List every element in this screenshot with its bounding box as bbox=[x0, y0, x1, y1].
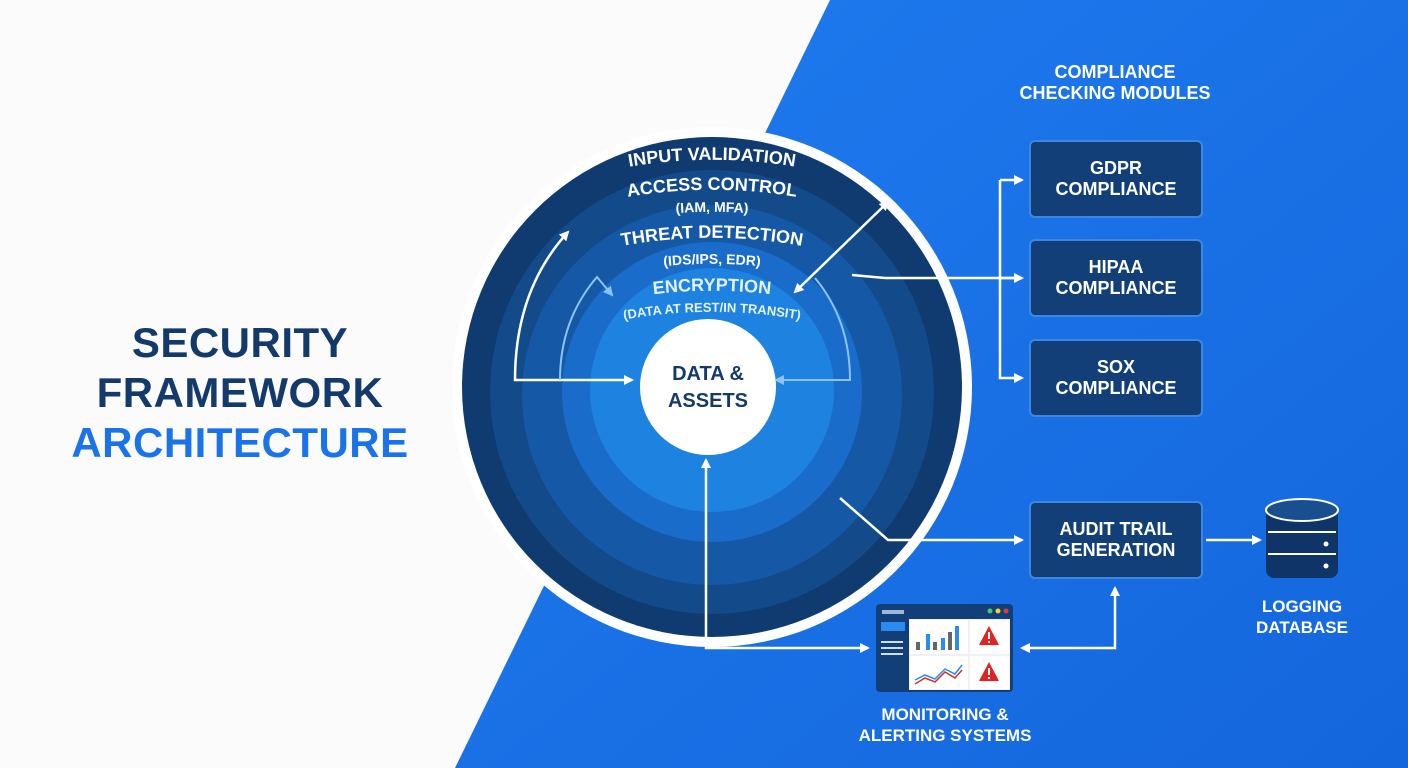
core-label-line2: ASSETS bbox=[668, 390, 748, 412]
title-line2: FRAMEWORK bbox=[96, 369, 384, 416]
monitoring-dashboard-icon bbox=[876, 604, 1013, 692]
audit-label-line2: GENERATION bbox=[1056, 540, 1176, 560]
database-icon bbox=[1265, 498, 1339, 578]
sox-compliance-module[interactable]: SOX COMPLIANCE bbox=[1029, 339, 1203, 417]
title-line1: SECURITY bbox=[131, 319, 349, 366]
access-control-sub: (IAM, MFA) bbox=[675, 199, 749, 216]
module-label: SOX bbox=[1096, 357, 1135, 377]
hipaa-compliance-module[interactable]: HIPAA COMPLIANCE bbox=[1029, 239, 1203, 317]
module-label: GDPR bbox=[1089, 158, 1142, 178]
encryption-label: ENCRYPTION bbox=[652, 275, 773, 298]
inner-arrows bbox=[559, 275, 852, 385]
title-line3: ARCHITECTURE bbox=[71, 419, 409, 466]
audit-label-line1: AUDIT TRAIL bbox=[1059, 519, 1173, 539]
compliance-heading-line1: COMPLIANCE bbox=[1054, 62, 1176, 82]
monitoring-label: MONITORING & ALERTING SYSTEMS bbox=[835, 704, 1055, 746]
module-label: COMPLIANCE bbox=[1055, 378, 1177, 398]
line-chart-icon bbox=[914, 664, 963, 681]
module-label: COMPLIANCE bbox=[1055, 278, 1177, 298]
compliance-heading-line2: CHECKING MODULES bbox=[1019, 83, 1211, 103]
monitoring-label-line2: ALERTING SYSTEMS bbox=[858, 726, 1032, 745]
alert-icon bbox=[979, 662, 999, 681]
core-circle bbox=[640, 319, 776, 455]
database-label-line1: LOGGING bbox=[1261, 597, 1343, 616]
monitoring-label-line1: MONITORING & bbox=[881, 705, 1009, 724]
module-label: HIPAA bbox=[1088, 257, 1144, 277]
bar-chart-icon bbox=[916, 626, 959, 650]
threat-detection-sub: (IDS/IPS, EDR) bbox=[663, 251, 762, 269]
flow-arrows bbox=[513, 175, 1262, 653]
audit-trail-module[interactable]: AUDIT TRAIL GENERATION bbox=[1029, 501, 1203, 579]
database-label-line2: DATABASE bbox=[1256, 618, 1348, 637]
module-label: COMPLIANCE bbox=[1055, 179, 1177, 199]
core-label-line1: DATA & bbox=[672, 363, 744, 385]
compliance-heading: COMPLIANCE CHECKING MODULES bbox=[985, 62, 1245, 104]
logging-database-label: LOGGING DATABASE bbox=[1232, 596, 1372, 638]
page-title: SECURITY FRAMEWORK ARCHITECTURE bbox=[40, 318, 440, 468]
alert-icon bbox=[979, 626, 999, 645]
gdpr-compliance-module[interactable]: GDPR COMPLIANCE bbox=[1029, 140, 1203, 218]
